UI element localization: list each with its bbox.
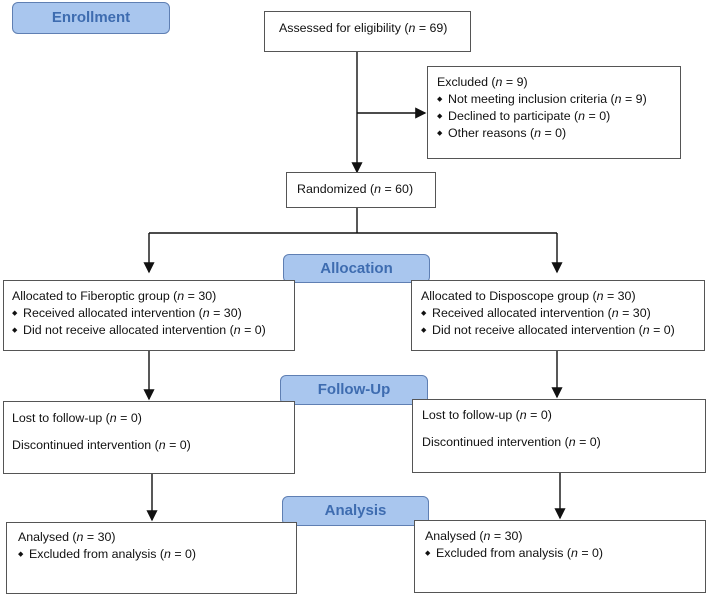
left-lost-followup: Lost to follow-up (n = 0) bbox=[12, 411, 142, 425]
right-analysed-title: Analysed (n = 30) bbox=[425, 529, 523, 543]
assessed-box: Assessed for eligibility (n = 69) bbox=[264, 11, 471, 52]
right-followup-box: Lost to follow-up (n = 0) Discontinued i… bbox=[412, 399, 706, 473]
stage-followup: Follow-Up bbox=[280, 375, 428, 405]
right-allocation-box: Allocated to Disposcope group (n = 30) R… bbox=[411, 280, 705, 351]
right-lost-followup: Lost to follow-up (n = 0) bbox=[422, 408, 552, 422]
left-followup-box: Lost to follow-up (n = 0) Discontinued i… bbox=[3, 401, 295, 474]
left-analysis-box: Analysed (n = 30) Excluded from analysis… bbox=[6, 522, 297, 594]
stage-analysis: Analysis bbox=[282, 496, 429, 526]
right-allocation-item: Received allocated intervention (n = 30) bbox=[421, 305, 704, 322]
right-discontinued: Discontinued intervention (n = 0) bbox=[422, 435, 601, 449]
left-analysis-item: Excluded from analysis (n = 0) bbox=[18, 546, 296, 563]
left-analysed-title: Analysed (n = 30) bbox=[18, 530, 116, 544]
left-discontinued: Discontinued intervention (n = 0) bbox=[12, 438, 191, 452]
right-allocation-item: Did not receive allocated intervention (… bbox=[421, 322, 704, 339]
randomized-box: Randomized (n = 60) bbox=[286, 172, 436, 208]
left-allocation-item: Received allocated intervention (n = 30) bbox=[12, 305, 294, 322]
randomized-text: Randomized (n = 60) bbox=[297, 182, 414, 196]
excluded-item: Not meeting inclusion criteria (n = 9) bbox=[437, 91, 680, 108]
left-allocation-box: Allocated to Fiberoptic group (n = 30) R… bbox=[3, 280, 295, 351]
right-allocation-title: Allocated to Disposcope group (n = 30) bbox=[421, 289, 636, 303]
left-allocation-item: Did not receive allocated intervention (… bbox=[12, 322, 294, 339]
stage-allocation: Allocation bbox=[283, 254, 430, 283]
right-analysis-box: Analysed (n = 30) Excluded from analysis… bbox=[414, 520, 706, 593]
excluded-item: Other reasons (n = 0) bbox=[437, 125, 680, 142]
stage-enrollment: Enrollment bbox=[12, 2, 170, 34]
excluded-title: Excluded (n = 9) bbox=[437, 75, 528, 89]
right-analysis-item: Excluded from analysis (n = 0) bbox=[425, 545, 705, 562]
left-allocation-title: Allocated to Fiberoptic group (n = 30) bbox=[12, 289, 217, 303]
excluded-item: Declined to participate (n = 0) bbox=[437, 108, 680, 125]
assessed-text: Assessed for eligibility (n = 69) bbox=[279, 21, 448, 35]
excluded-box: Excluded (n = 9) Not meeting inclusion c… bbox=[427, 66, 681, 159]
